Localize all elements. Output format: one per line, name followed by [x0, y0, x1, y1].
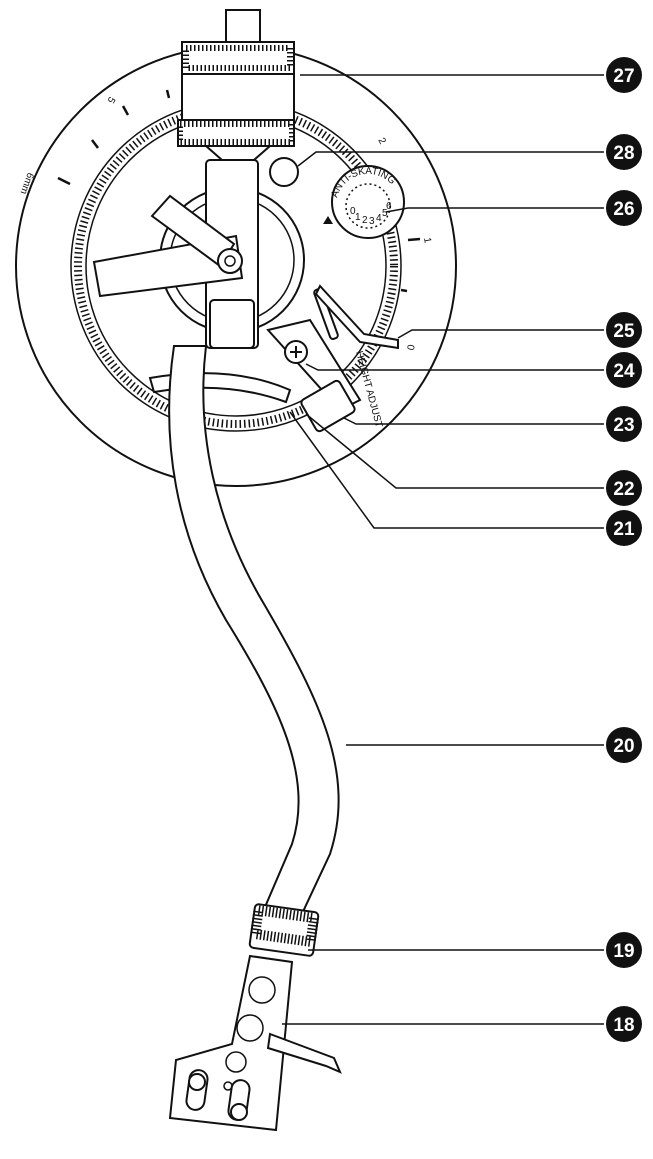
- callout-22: 22: [606, 470, 642, 506]
- callout-20: 20: [606, 727, 642, 763]
- svg-text:23: 23: [613, 415, 634, 436]
- anti-skating-dial-numbers: 0 1 2 3 4 5 6: [350, 201, 392, 227]
- pivot-screw: [217, 248, 243, 274]
- counterweight-body: [181, 73, 295, 121]
- callout-25: 25: [606, 312, 642, 348]
- cue-lever: [314, 284, 399, 350]
- height-scale-mark-2: 2: [375, 136, 388, 147]
- svg-text:18: 18: [613, 1015, 634, 1036]
- callout-23: 23: [606, 406, 642, 442]
- counterweight-knurl-lines: [177, 121, 295, 145]
- callout-18: 18: [606, 1006, 642, 1042]
- height-adjust-ring-teeth: [74, 104, 398, 428]
- svg-text:28: 28: [613, 143, 634, 164]
- height-scale-mark-5: 5: [104, 95, 117, 106]
- cartridge-screw-left: [188, 1073, 206, 1091]
- svg-text:19: 19: [613, 941, 634, 962]
- anti-skating-pointer-icon: [323, 216, 333, 224]
- anti-skating-dial-inner: [345, 183, 391, 229]
- svg-text:2: 2: [362, 215, 368, 226]
- callout-27: 27: [606, 57, 642, 93]
- svg-text:21: 21: [613, 519, 635, 540]
- height-scale-mark-1: 1: [421, 237, 433, 245]
- svg-text:3: 3: [369, 216, 375, 227]
- pivot-screw-center: [224, 255, 236, 267]
- lift-knob: [269, 157, 299, 187]
- height-scale-mark-0: 0: [404, 343, 416, 351]
- svg-text:25: 25: [613, 321, 635, 342]
- callout-24: 24: [606, 352, 642, 388]
- svg-text:24: 24: [613, 361, 635, 382]
- headshell-nut-knurl: [249, 904, 320, 948]
- callout-19: 19: [606, 932, 642, 968]
- svg-text:27: 27: [613, 66, 634, 87]
- headshell-hole-2: [236, 1014, 264, 1042]
- lateral-balance-upper: [150, 194, 236, 268]
- headshell-hole-3: [225, 1051, 247, 1073]
- svg-text:1: 1: [355, 212, 361, 223]
- leader-lines: [282, 74, 604, 1025]
- height-scale-ticks: [57, 89, 421, 293]
- svg-text:6: 6: [386, 201, 392, 212]
- svg-text:0: 0: [350, 206, 356, 217]
- callout-26: 26: [606, 190, 642, 226]
- height-lock-screw-slot-icon: [290, 346, 302, 358]
- cartridge-screw-right: [230, 1103, 248, 1121]
- headshell-hole-1: [248, 976, 276, 1004]
- svg-text:20: 20: [613, 736, 634, 757]
- callout-21: 21: [606, 510, 642, 546]
- counterweight-knurl-top: [183, 45, 293, 71]
- svg-text:22: 22: [613, 479, 634, 500]
- anti-skating-dial: [331, 165, 405, 239]
- finger-lift: [266, 1032, 342, 1074]
- svg-text:26: 26: [613, 199, 634, 220]
- svg-text:5: 5: [382, 208, 388, 219]
- arm-pillar-collar: [209, 299, 255, 349]
- svg-text:4: 4: [376, 213, 382, 224]
- callout-28: 28: [606, 134, 642, 170]
